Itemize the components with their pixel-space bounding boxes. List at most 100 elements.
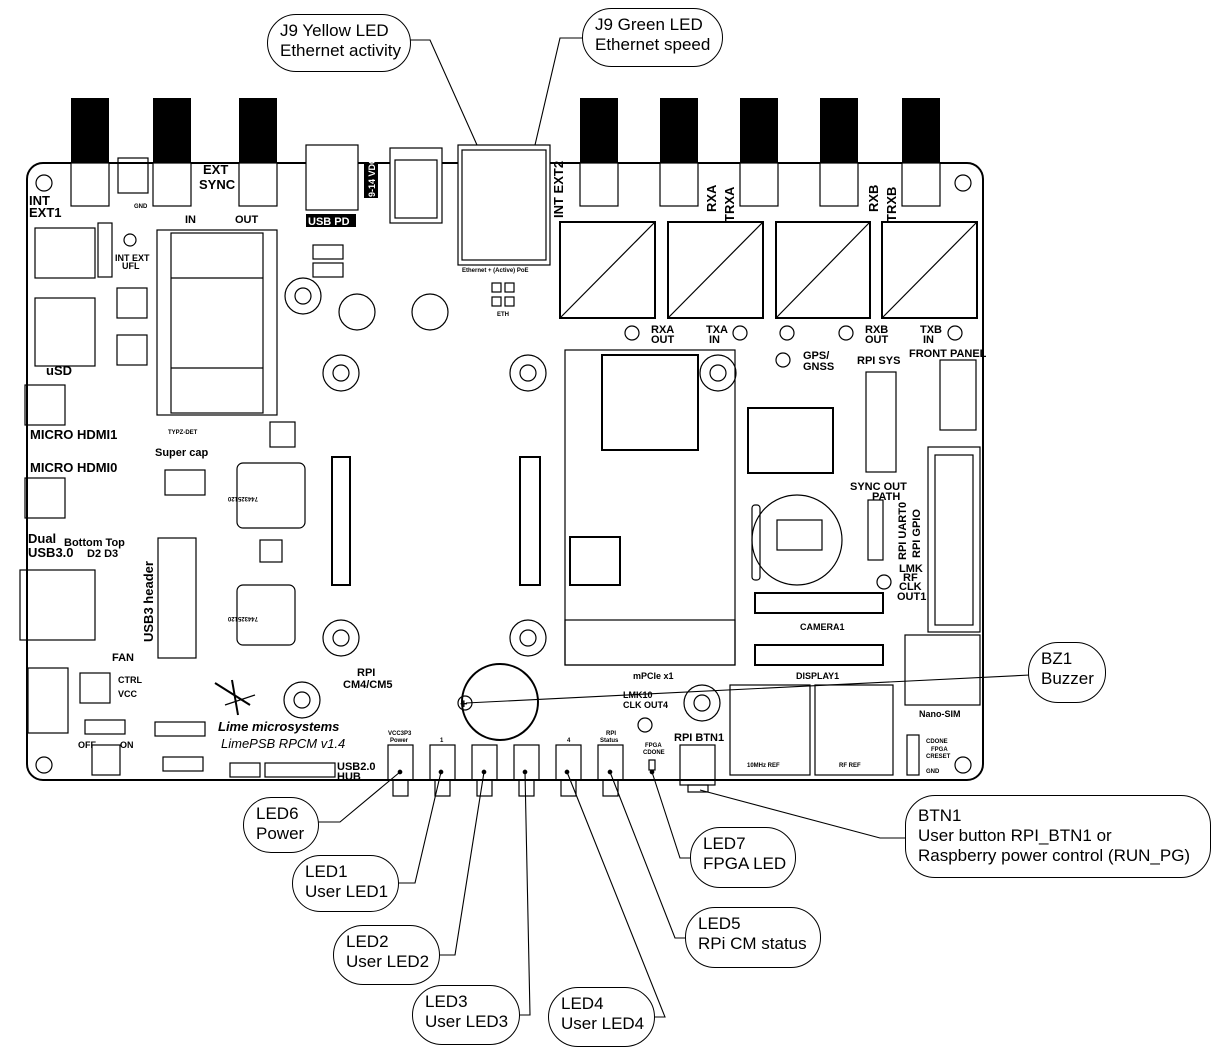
label-in: IN bbox=[185, 214, 196, 226]
svg-text:PATH: PATH bbox=[872, 491, 900, 503]
label-ext: EXT bbox=[203, 162, 228, 177]
svg-text:GND: GND bbox=[926, 769, 940, 775]
label-eth: ETH bbox=[497, 312, 509, 318]
svg-text:GND: GND bbox=[134, 204, 148, 210]
svg-text:1: 1 bbox=[440, 738, 444, 744]
svg-text:FRONT PANEL: FRONT PANEL bbox=[909, 348, 987, 360]
rf-shields bbox=[559, 221, 978, 319]
svg-text:UFL: UFL bbox=[122, 261, 140, 271]
svg-text:RXB: RXB bbox=[866, 185, 881, 212]
silkscreen-labels: INT EXT1 EXT SYNC IN OUT USB PD 9-14 VDC… bbox=[28, 157, 987, 783]
svg-text:RF: RF bbox=[903, 572, 918, 584]
eth-leds bbox=[491, 282, 515, 307]
svg-text:TXB: TXB bbox=[920, 324, 942, 336]
svg-text:RXA: RXA bbox=[651, 324, 674, 336]
led6 bbox=[387, 744, 414, 781]
svg-text:10MHz REF: 10MHz REF bbox=[747, 763, 780, 769]
camera-connector bbox=[754, 592, 884, 614]
svg-text:RPI UART0: RPI UART0 bbox=[897, 502, 909, 560]
svg-text:TXA: TXA bbox=[706, 324, 728, 336]
label-usd: uSD bbox=[46, 363, 72, 378]
supercap-connector bbox=[164, 469, 206, 496]
svg-text:LMK10: LMK10 bbox=[623, 690, 653, 700]
svg-text:TYPZ-DET: TYPZ-DET bbox=[168, 430, 198, 436]
leader-lines bbox=[318, 37, 1031, 1018]
label-usb30: USB3.0 bbox=[28, 545, 74, 560]
svg-text:RPI BTN1: RPI BTN1 bbox=[674, 732, 724, 744]
sync-connector bbox=[34, 227, 96, 279]
svg-text:GPS/: GPS/ bbox=[803, 350, 829, 362]
rpi-gpio-header bbox=[927, 446, 981, 633]
dual-usb3-port bbox=[19, 569, 96, 641]
svg-text:OUT: OUT bbox=[865, 334, 889, 346]
svg-text:LMK: LMK bbox=[899, 563, 923, 575]
label-supercap: Super cap bbox=[155, 447, 208, 459]
label-usb3-header: USB3 header bbox=[141, 561, 156, 642]
led3 bbox=[513, 744, 540, 781]
svg-text:mPCIe x1: mPCIe x1 bbox=[633, 671, 674, 681]
svg-text:IN: IN bbox=[709, 334, 720, 346]
svg-text:Bottom Top: Bottom Top bbox=[64, 537, 125, 549]
mounting-hole bbox=[35, 756, 53, 774]
label-dual: Dual bbox=[28, 531, 56, 546]
svg-text:RPI: RPI bbox=[357, 667, 375, 679]
mounting-hole bbox=[954, 756, 972, 774]
svg-text:ON: ON bbox=[120, 740, 134, 750]
bz1-buzzer bbox=[461, 663, 539, 741]
usb3-header bbox=[157, 537, 197, 659]
svg-text:RPI GPIO: RPI GPIO bbox=[911, 509, 923, 558]
rf-ref-connector bbox=[814, 684, 894, 776]
uart-header bbox=[867, 499, 884, 561]
sync-module bbox=[156, 229, 278, 416]
svg-text:FPGA: FPGA bbox=[931, 747, 948, 753]
svg-text:FAN: FAN bbox=[112, 652, 134, 664]
cm-connector-left bbox=[331, 456, 351, 586]
nano-sim-slot bbox=[904, 634, 981, 706]
svg-text:CTRL: CTRL bbox=[118, 675, 142, 685]
svg-text:RXB: RXB bbox=[865, 324, 888, 336]
gnss-module bbox=[747, 407, 834, 474]
svg-text:Power: Power bbox=[390, 738, 409, 744]
svg-text:Lime microsystems: Lime microsystems bbox=[218, 719, 339, 734]
j9-ethernet-jack bbox=[457, 144, 551, 266]
svg-text:OUT: OUT bbox=[651, 334, 675, 346]
svg-text:VCC: VCC bbox=[118, 689, 138, 699]
label-model: LimePSB RPCM v1.4 bbox=[221, 736, 345, 751]
svg-text:FPGA: FPGA bbox=[645, 743, 662, 749]
label-int: INT bbox=[29, 193, 50, 208]
svg-text:IN: IN bbox=[923, 334, 934, 346]
svg-text:GNSS: GNSS bbox=[803, 361, 834, 373]
cm-connector-right bbox=[519, 456, 541, 586]
svg-text:RF REF: RF REF bbox=[839, 763, 861, 769]
coin-cell bbox=[751, 494, 843, 586]
svg-text:INT EXT: INT EXT bbox=[115, 253, 150, 263]
svg-text:OUT1: OUT1 bbox=[897, 591, 926, 603]
svg-text:DISPLAY1: DISPLAY1 bbox=[796, 671, 839, 681]
label-vdc: 9-14 VDC bbox=[367, 157, 377, 197]
mpcie-slot bbox=[564, 349, 736, 666]
svg-text:VCC3P3: VCC3P3 bbox=[388, 731, 412, 737]
svg-text:744325120: 744325120 bbox=[227, 495, 258, 501]
label-out: OUT bbox=[235, 214, 259, 226]
label-ext1: EXT1 bbox=[29, 205, 62, 220]
svg-text:OFF: OFF bbox=[78, 740, 96, 750]
leds bbox=[387, 744, 656, 797]
label-usb-pd: USB PD bbox=[308, 216, 350, 228]
svg-text:INT EXT2: INT EXT2 bbox=[551, 161, 566, 218]
svg-text:CAMERA1: CAMERA1 bbox=[800, 622, 845, 632]
rpi-sys-header bbox=[865, 371, 897, 473]
svg-text:TRXA: TRXA bbox=[722, 186, 737, 222]
label-hdmi0: MICRO HDMI0 bbox=[30, 460, 117, 475]
front-panel-header bbox=[939, 359, 977, 431]
micro-hdmi0-port bbox=[24, 477, 66, 519]
